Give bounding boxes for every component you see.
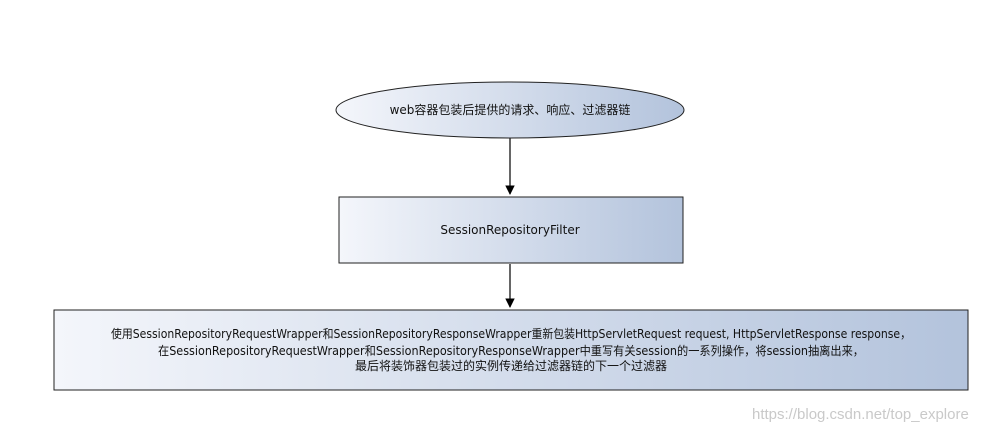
watermark-url: https://blog.csdn.net/top_explore bbox=[752, 406, 969, 423]
node-request-response-chain: web容器包装后提供的请求、响应、过滤器链 bbox=[335, 81, 685, 139]
node-chain-label: web容器包装后提供的请求、响应、过滤器链 bbox=[390, 102, 631, 117]
node-wrapper-line-3: 最后将装饰器包装过的实例传递给过滤器链的下一个过滤器 bbox=[355, 358, 667, 373]
node-session-repository-filter: SessionRepositoryFilter bbox=[338, 196, 684, 264]
node-ellipse-shape bbox=[335, 81, 685, 139]
node-filter-label: SessionRepositoryFilter bbox=[440, 223, 579, 237]
node-filter-shape bbox=[338, 196, 684, 264]
node-wrapper-shape bbox=[53, 309, 969, 391]
node-wrapper-description: 使用SessionRepositoryRequestWrapper和Sessio… bbox=[53, 309, 969, 391]
node-wrapper-line-2: 在SessionRepositoryRequestWrapper和Session… bbox=[158, 343, 864, 358]
node-wrapper-line-1: 使用SessionRepositoryRequestWrapper和Sessio… bbox=[111, 326, 911, 341]
